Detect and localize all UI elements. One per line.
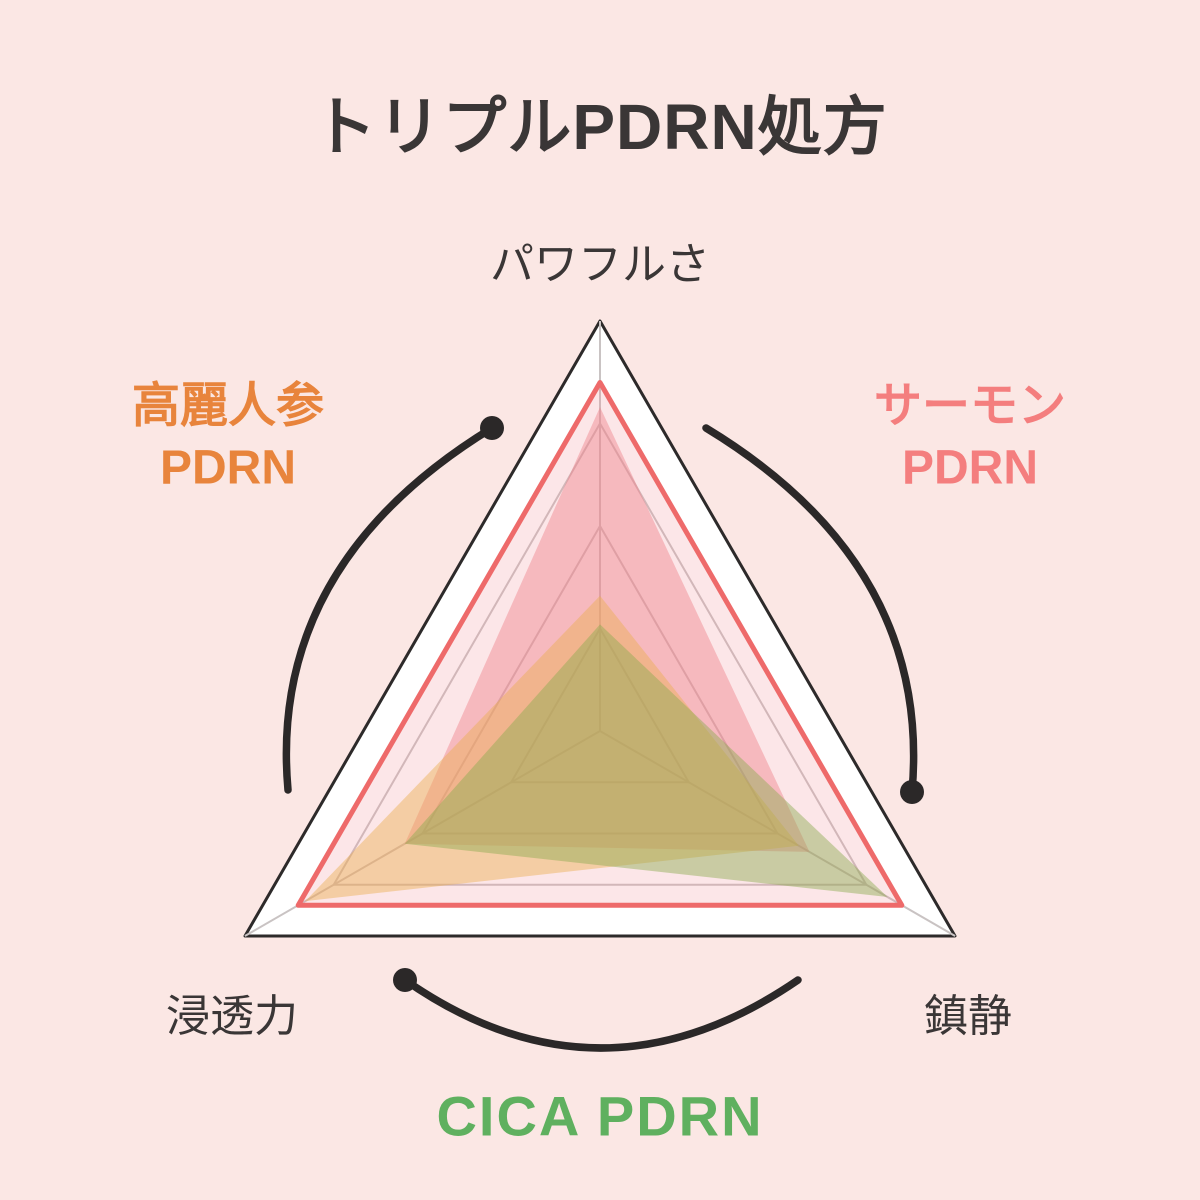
synergy-arc-right	[702, 424, 918, 796]
synergy-dot-left	[480, 416, 504, 440]
legend-salmon-pdrn: サーモン PDRN	[874, 376, 1066, 501]
series-salmon-pdrn	[404, 407, 810, 852]
series-triple-combined-outline	[295, 380, 905, 908]
page-title: トリプルPDRN処方	[312, 91, 888, 163]
radar-series-polygons	[295, 380, 905, 908]
radar-grid-level	[509, 626, 691, 784]
series-ginseng-pdrn	[305, 595, 799, 902]
legend-ginseng-line2: PDRN	[159, 442, 297, 495]
synergy-arc-bottom	[401, 976, 802, 1052]
radar-spoke	[244, 730, 601, 937]
radar-grid-level	[420, 523, 780, 835]
synergy-arc-left	[282, 424, 496, 794]
series-cica-pdrn	[404, 624, 888, 897]
radar-spokes	[244, 321, 956, 937]
synergy-arrows	[282, 416, 924, 1052]
legend-ginseng-line1: 高麗人参	[131, 379, 325, 433]
axis-label-calming: 鎮静	[924, 992, 1012, 1041]
axis-label-powerfulness: パワフルさ	[490, 240, 710, 289]
radar-gridlines	[331, 421, 869, 886]
legend-salmon-line2: PDRN	[901, 442, 1039, 495]
axis-label-penetration: 浸透力	[166, 992, 298, 1041]
radar-spoke	[599, 730, 956, 937]
legend-ginseng-pdrn: 高麗人参 PDRN	[132, 376, 324, 501]
legend-cica-pdrn: CICA PDRN	[436, 1084, 764, 1148]
radar-grid-level	[331, 421, 869, 886]
synergy-dot-bottom	[393, 968, 417, 992]
legend-salmon-line1: サーモン	[873, 379, 1067, 433]
synergy-dot-right	[900, 780, 924, 804]
